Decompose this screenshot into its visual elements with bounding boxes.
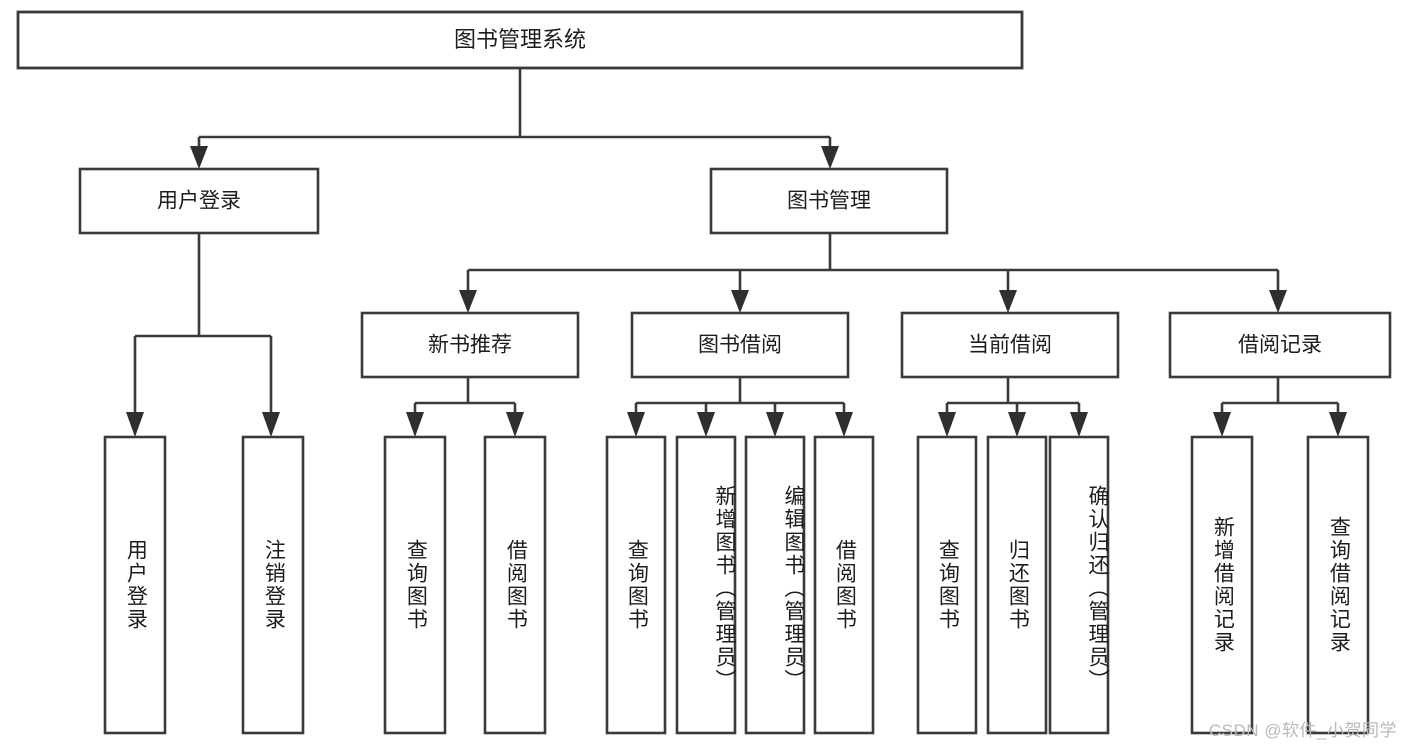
arrow-head-leaf-borrow-book-rec [506, 412, 524, 437]
node-root-label: 图书管理系统 [454, 27, 586, 52]
connector-group-book-manage [459, 233, 1287, 313]
node-user-login[interactable]: 用户登录 [78, 167, 320, 235]
arrow-head-leaf-borrow-book [835, 412, 853, 437]
connector-group-borrow-record [1213, 377, 1347, 437]
arrow-head-user-login [190, 146, 208, 169]
connector-group-current-borrow [938, 377, 1088, 437]
leaf-box-add-book[interactable] [675, 435, 737, 735]
node-book-borrow-label: 图书借阅 [698, 334, 782, 357]
arrow-head-leaf-edit-book [766, 412, 784, 437]
node-user-login-label: 用户登录 [157, 190, 241, 213]
node-new-book-rec-label: 新书推荐 [428, 334, 512, 357]
node-current-borrow[interactable]: 当前借阅 [900, 311, 1120, 379]
leaf-box-user-login[interactable] [103, 435, 167, 735]
node-book-borrow[interactable]: 图书借阅 [630, 311, 850, 379]
arrow-head-leaf-add-book [697, 412, 715, 437]
connector-group-root [190, 68, 839, 169]
leaf-box-query-record[interactable] [1306, 435, 1370, 735]
leaf-box-borrow-book[interactable] [813, 435, 875, 735]
connector-group-user-login [126, 233, 280, 437]
node-book-manage-box[interactable] [709, 167, 949, 235]
arrow-head-current-borrow [999, 290, 1017, 313]
leaf-box-query-book-rec[interactable] [383, 435, 447, 735]
node-user-login-box[interactable] [78, 167, 320, 235]
node-book-borrow-box[interactable] [630, 311, 850, 379]
leaf-box-add-record[interactable] [1190, 435, 1254, 735]
node-current-borrow-label: 当前借阅 [968, 334, 1052, 357]
arrow-head-leaf-logout-login [262, 412, 280, 437]
arrow-head-leaf-query-book-rec [406, 412, 424, 437]
arrow-head-leaf-return-book [1008, 412, 1026, 437]
node-borrow-record[interactable]: 借阅记录 [1168, 311, 1392, 379]
arrow-head-leaf-query-book-borrow [627, 412, 645, 437]
leaf-box-logout-login[interactable] [241, 435, 305, 735]
arrow-head-leaf-query-book-cur [938, 412, 956, 437]
arrow-head-leaf-add-record [1213, 412, 1231, 437]
leaf-box-edit-book[interactable] [744, 435, 806, 735]
arrow-head-new-book-rec [459, 290, 477, 313]
leaf-box-confirm-return[interactable] [1048, 435, 1110, 735]
arrow-head-book-manage [821, 146, 839, 169]
arrow-head-borrow-record [1269, 290, 1287, 313]
connector-group-book-borrow [627, 377, 853, 437]
watermark-text: CSDN @软件_小贺同学 [1208, 721, 1397, 740]
arrow-head-leaf-query-record [1329, 412, 1347, 437]
leaf-box-query-book-cur[interactable] [916, 435, 978, 735]
node-root-box[interactable] [16, 10, 1024, 70]
node-book-manage-label: 图书管理 [787, 190, 871, 213]
leaf-box-return-book[interactable] [986, 435, 1048, 735]
node-borrow-record-box[interactable] [1168, 311, 1392, 379]
leaf-box-query-book-borrow[interactable] [605, 435, 667, 735]
connector-group-new-book-rec [406, 377, 524, 437]
node-root[interactable]: 图书管理系统 [16, 10, 1024, 70]
node-new-book-rec-box[interactable] [360, 311, 580, 379]
arrow-head-leaf-user-login [126, 412, 144, 437]
node-current-borrow-box[interactable] [900, 311, 1120, 379]
node-book-manage[interactable]: 图书管理 [709, 167, 949, 235]
arrow-head-book-borrow [731, 290, 749, 313]
node-new-book-rec[interactable]: 新书推荐 [360, 311, 580, 379]
node-borrow-record-label: 借阅记录 [1238, 334, 1322, 357]
leaf-box-borrow-book-rec[interactable] [483, 435, 547, 735]
arrow-head-leaf-confirm-return [1070, 412, 1088, 437]
